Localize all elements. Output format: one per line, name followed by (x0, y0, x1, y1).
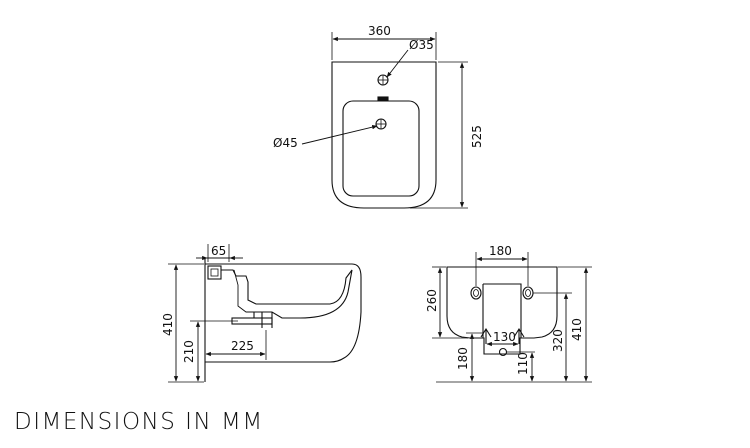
bolt-hole-left (470, 286, 482, 300)
label-rim-65: 65 (211, 244, 226, 258)
tap-deck (207, 265, 222, 280)
leader-waste-hole (301, 125, 378, 145)
label-width-360: 360 (368, 24, 391, 38)
top-view-outline (331, 61, 437, 209)
outlet-circle (498, 347, 508, 357)
leader-tap-hole (386, 49, 409, 78)
top-view-bowl (342, 100, 420, 197)
label-outlet-height-110: 110 (516, 352, 530, 375)
side-view-bowl (221, 269, 353, 319)
bolt-hole-right (522, 286, 534, 300)
label-waste-210: 210 (182, 340, 196, 363)
top-view (301, 32, 468, 209)
rear-view-outline (446, 266, 558, 355)
label-depth-525: 525 (470, 125, 484, 148)
label-fixing-height-320: 320 (551, 329, 565, 352)
caption-dimensions: DIMENSIONS IN MM (14, 409, 264, 435)
label-waste-hole-45: Ø45 (273, 136, 298, 150)
label-inlet-spacing-130: 130 (493, 330, 516, 344)
overflow-slot (377, 96, 389, 101)
label-bolt-height-260: 260 (425, 289, 439, 312)
inlet-arrow-right (513, 327, 525, 344)
side-view-outline (205, 263, 362, 363)
label-tap-hole-35: Ø35 (409, 38, 434, 52)
inlet-arrow-left (480, 327, 492, 344)
label-rear-height-410: 410 (570, 318, 584, 341)
rear-recess (482, 283, 522, 338)
side-view (168, 244, 362, 383)
label-setback-225: 225 (231, 339, 254, 353)
rear-view (432, 252, 592, 383)
label-bolt-spacing-180: 180 (489, 244, 512, 258)
label-inlet-height-180: 180 (456, 347, 470, 370)
label-height-410: 410 (161, 313, 175, 336)
